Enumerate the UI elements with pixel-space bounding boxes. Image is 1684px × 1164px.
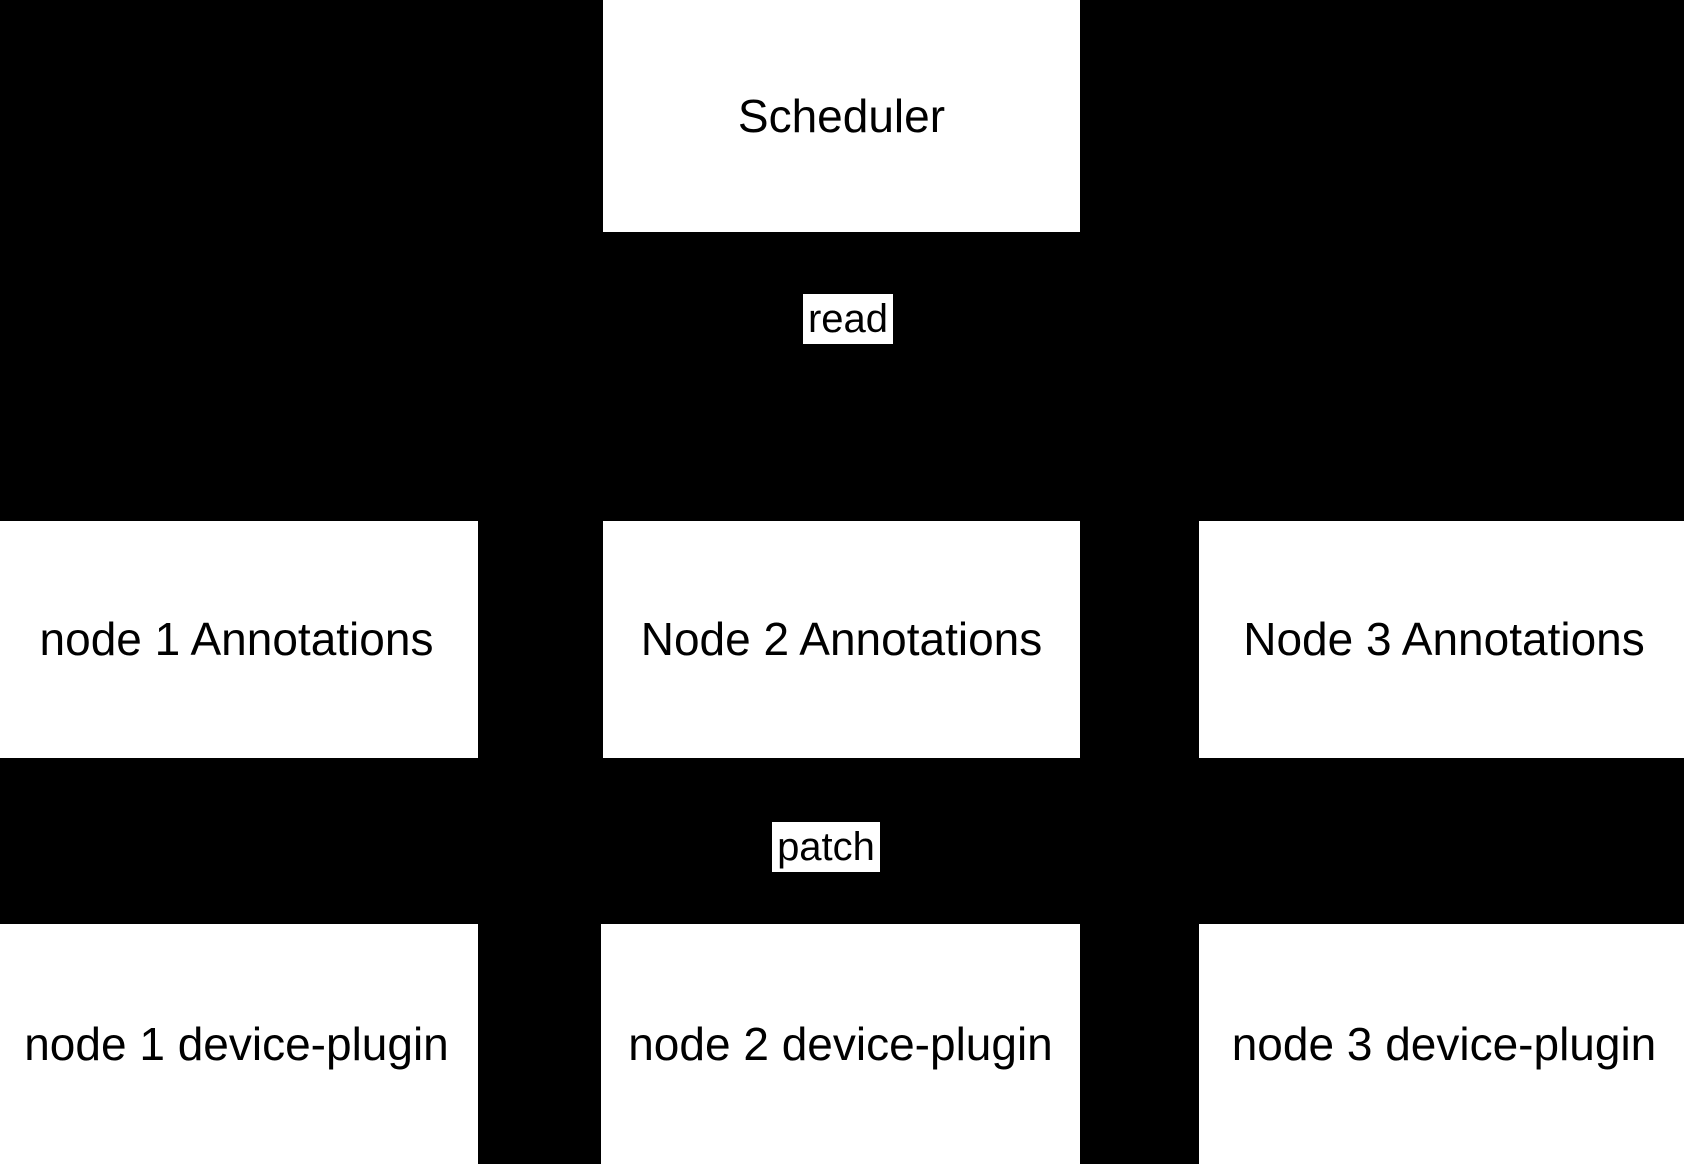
edge-label-patch-text: patch [777, 825, 875, 869]
node-1-device-plugin-box[interactable]: node 1 device-plugin [0, 924, 478, 1164]
node-1-device-plugin-label: node 1 device-plugin [24, 1017, 449, 1070]
edge-label-read: read [803, 294, 893, 344]
node-2-annotations-label: Node 2 Annotations [640, 613, 1043, 666]
scheduler-box[interactable]: Scheduler [603, 0, 1080, 232]
node-3-annotations-box[interactable]: Node 3 Annotations [1199, 521, 1684, 758]
node-1-annotations-label: node 1 Annotations [39, 613, 434, 666]
node-3-device-plugin-box[interactable]: node 3 device-plugin [1199, 924, 1684, 1164]
node-3-annotations-label: Node 3 Annotations [1243, 613, 1645, 666]
node-3-device-plugin-label: node 3 device-plugin [1231, 1017, 1657, 1070]
node-2-device-plugin-box[interactable]: node 2 device-plugin [601, 924, 1080, 1164]
node-2-device-plugin-label: node 2 device-plugin [628, 1017, 1053, 1070]
node-1-annotations-box[interactable]: node 1 Annotations [0, 521, 478, 758]
edge-label-read-text: read [807, 297, 889, 341]
edge-label-patch: patch [772, 822, 880, 872]
node-2-annotations-box[interactable]: Node 2 Annotations [603, 521, 1080, 758]
scheduler-label: Scheduler [737, 89, 946, 142]
